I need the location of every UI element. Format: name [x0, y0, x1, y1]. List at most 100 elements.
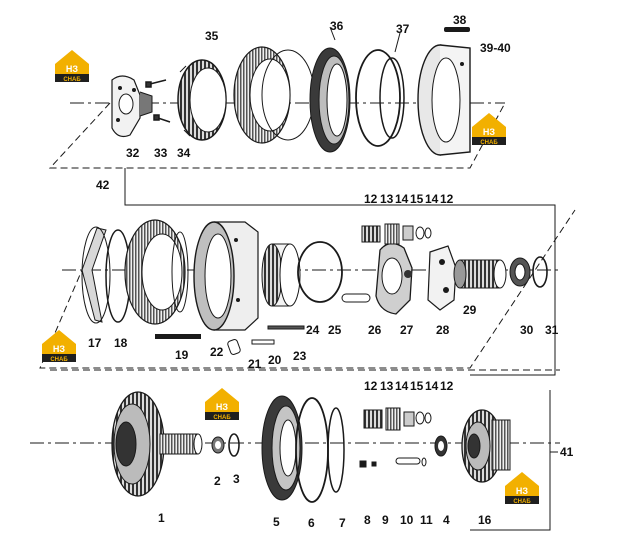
callout-22: 22: [210, 345, 224, 359]
part-32-hub-flange: [111, 75, 153, 138]
leader-41: [470, 390, 551, 531]
callout-34: 34: [177, 146, 191, 160]
logo-4-top-text: НЗ: [216, 402, 228, 412]
part-3-snap-ring: [228, 433, 240, 457]
callout-bottom-15: 15: [410, 379, 424, 393]
callout-bottom-13: 13: [380, 379, 394, 393]
callout-12a: 12: [364, 192, 378, 206]
callout-14a: 14: [395, 192, 409, 206]
callout-labels: 1 2 3 4 5 6 7 8 9 10 11 12 13 14 15 14 1…: [88, 13, 574, 530]
logo-3-bottom-text: СНАБ: [50, 357, 68, 363]
leader-36: [329, 26, 336, 41]
callout-bottom-14a: 14: [395, 379, 409, 393]
callout-4: 4: [443, 513, 450, 527]
callout-24: 24: [306, 323, 320, 337]
callout-27: 27: [400, 323, 414, 337]
logo-5-top-text: НЗ: [516, 486, 528, 496]
part-38-pin: [444, 27, 470, 32]
middle-boundary: [39, 209, 576, 369]
callout-5: 5: [273, 515, 280, 529]
callout-37: 37: [396, 22, 410, 36]
part-33-34-bolts: [145, 79, 171, 123]
callout-38: 38: [453, 13, 467, 27]
callout-18: 18: [114, 336, 128, 350]
logo-4-bottom-text: СНАБ: [213, 415, 231, 421]
part-28-plate: [427, 245, 457, 311]
callout-10: 10: [400, 513, 414, 527]
logo-watermark-2: НЗ СНАБ: [472, 113, 506, 146]
part-17-disc: [81, 226, 111, 324]
callout-29: 29: [463, 303, 477, 317]
part-middle-clutch-pack: [124, 219, 189, 325]
logo-1-top-text: НЗ: [66, 64, 78, 74]
callout-9: 9: [382, 513, 389, 527]
part-29-sun-shaft: [453, 259, 507, 289]
leader-31-right: [470, 270, 556, 376]
callout-13: 13: [380, 192, 394, 206]
callout-15: 15: [410, 192, 424, 206]
callout-bottom-12b: 12: [440, 379, 454, 393]
part-top-clutch-pack: [233, 46, 315, 144]
callout-25: 25: [328, 323, 342, 337]
callout-16: 16: [478, 513, 492, 527]
logo-3-top-text: НЗ: [53, 344, 65, 354]
part-36-piston: [309, 47, 351, 153]
callout-21: 21: [248, 357, 262, 371]
part-31-ring: [532, 256, 548, 288]
part-22-drum: [193, 221, 259, 331]
part-24-needle-bearing: [261, 243, 301, 307]
callout-11: 11: [420, 513, 433, 527]
callout-28: 28: [436, 323, 450, 337]
callout-17: 17: [88, 336, 102, 350]
callout-1: 1: [158, 511, 165, 525]
leader-lines: [124, 26, 558, 531]
callout-14b: 14: [425, 192, 439, 206]
callout-26: 26: [368, 323, 382, 337]
callout-42: 42: [96, 178, 110, 192]
part-bottom-planet-gear-set: [363, 407, 432, 431]
part-35-ring-gear: [177, 59, 227, 141]
logo-2-bottom-text: СНАБ: [480, 140, 498, 146]
part-19-bar: [155, 334, 201, 339]
callout-2: 2: [214, 474, 221, 488]
logo-5-bottom-text: СНАБ: [513, 499, 531, 505]
callout-36: 36: [330, 19, 344, 33]
callout-7: 7: [339, 516, 346, 530]
part-4-bushing: [434, 435, 448, 457]
callout-8: 8: [364, 513, 371, 527]
callout-30: 30: [520, 323, 534, 337]
leader-42: [124, 168, 556, 270]
logo-watermark-5: НЗ СНАБ: [505, 472, 539, 505]
leader-37: [394, 32, 401, 53]
part-2-bushing: [211, 436, 225, 454]
callout-12b: 12: [440, 192, 454, 206]
callout-39-40: 39-40: [480, 41, 511, 55]
part-30-bearing: [509, 257, 531, 287]
callout-3: 3: [233, 472, 240, 486]
part-middle-planet-gear-set: [361, 223, 432, 245]
part-20-21-23-pins: [227, 325, 305, 355]
callout-33: 33: [154, 146, 168, 160]
callout-bottom-14b: 14: [425, 379, 439, 393]
logo-2-top-text: НЗ: [483, 127, 495, 137]
part-16-planet-carrier: [461, 409, 511, 483]
callout-bottom-12a: 12: [364, 379, 378, 393]
part-25-snap-ring: [297, 241, 343, 303]
part-27-planet-carrier: [375, 242, 413, 315]
logo-watermark-3: НЗ СНАБ: [42, 330, 76, 363]
part-26-pin: [341, 293, 371, 303]
logo-watermark-1: НЗ СНАБ: [55, 50, 89, 83]
callout-41: 41: [560, 445, 574, 459]
part-5-piston: [261, 395, 303, 501]
callout-31: 31: [545, 323, 559, 337]
callout-20: 20: [268, 353, 282, 367]
part-7-seal-ring: [327, 407, 345, 493]
part-39-40-housing: [417, 44, 471, 156]
callout-35: 35: [205, 29, 219, 43]
callout-6: 6: [308, 516, 315, 530]
callout-32: 32: [126, 146, 140, 160]
part-8-11-small-parts: [359, 457, 427, 468]
logo-1-bottom-text: СНАБ: [63, 77, 81, 83]
